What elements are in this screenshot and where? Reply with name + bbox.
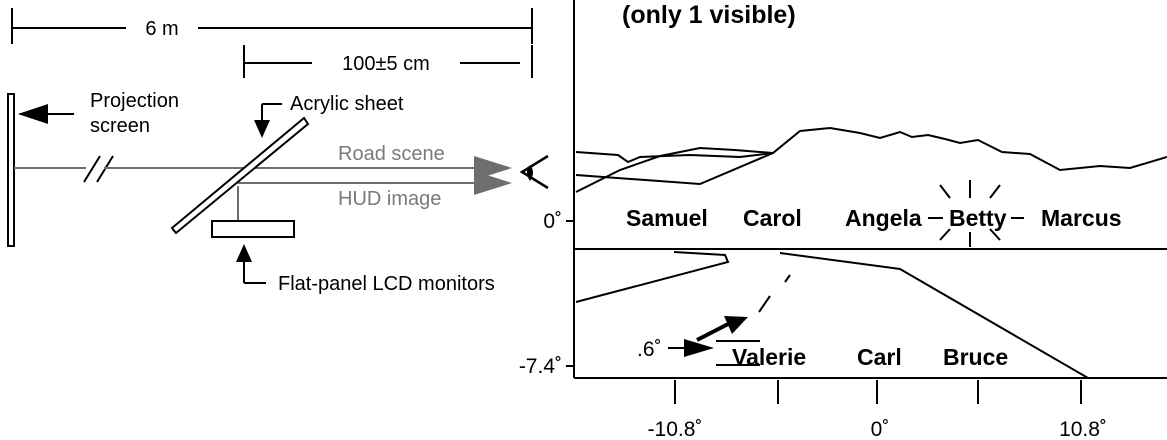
x-tick-0: 0˚ [871, 418, 890, 440]
mountain-silhouette [575, 126, 1167, 193]
distance-near-label: 100±5 cm [342, 53, 430, 75]
hud-name-bruce: Bruce [943, 344, 1008, 370]
lcd-callout: Flat-panel LCD monitors [236, 244, 495, 295]
y-axis: 0˚ -7.4˚ [519, 210, 574, 378]
display-title: (only 1 visible) [622, 1, 796, 29]
x-tick-minus-10-8: -10.8˚ [648, 418, 703, 440]
projection-screen-label-2: screen [90, 115, 150, 137]
x-tick-10-8: 10.8˚ [1059, 418, 1107, 440]
eye-icon [519, 154, 549, 190]
hud-name-carl: Carl [857, 344, 902, 370]
hud-image-beam: HUD image [238, 171, 512, 210]
projection-screen [7, 93, 15, 247]
road-scene-label: Road scene [338, 143, 445, 165]
road-edges [575, 251, 1089, 379]
acrylic-sheet [170, 116, 310, 235]
acrylic-sheet-label: Acrylic sheet [290, 93, 404, 115]
hud-image-label: HUD image [338, 188, 441, 210]
lcd-monitors-label: Flat-panel LCD monitors [278, 273, 495, 295]
distance-total-label: 6 m [145, 18, 178, 40]
offset-marker: .6˚ [637, 316, 760, 366]
road-name-marcus: Marcus [1041, 205, 1122, 231]
projection-screen-label-1: Projection [90, 90, 179, 112]
road-name-samuel: Samuel [626, 205, 708, 231]
road-name-carol: Carol [743, 205, 802, 231]
lcd-monitor [211, 220, 295, 238]
dimension-6m: 6 m [11, 8, 533, 44]
hud-name-valerie: Valerie [732, 344, 806, 370]
target-highlight-rays [939, 180, 1001, 247]
y-tick-0: 0˚ [543, 210, 562, 233]
dimension-100cm: 100±5 cm [243, 45, 533, 78]
x-axis: -10.8˚ 0˚ 10.8˚ [648, 380, 1107, 440]
road-scene-beam: Road scene [14, 143, 512, 183]
road-name-betty: Betty [949, 205, 1007, 231]
acrylic-sheet-callout: Acrylic sheet [254, 93, 404, 138]
projection-screen-callout: Projection screen [18, 90, 179, 137]
y-tick-minus-7-4: -7.4˚ [519, 355, 562, 378]
offset-label: .6˚ [637, 338, 662, 361]
road-name-angela: Angela [845, 205, 922, 231]
